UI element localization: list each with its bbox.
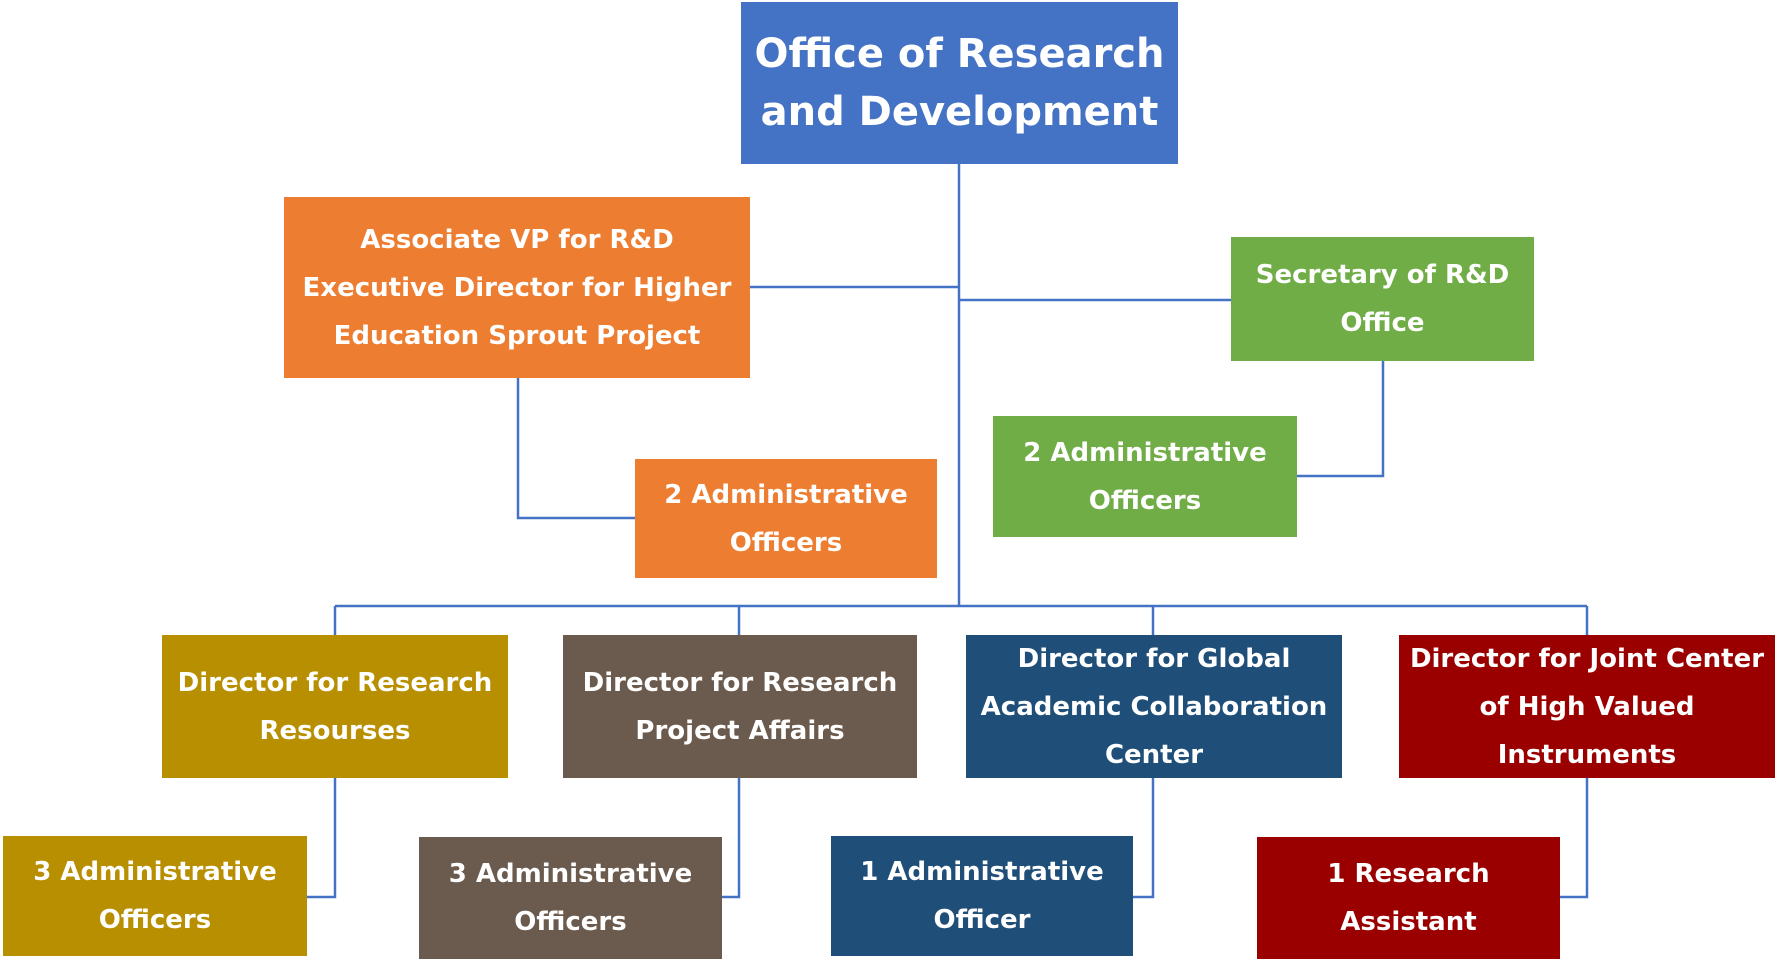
- box-line: 3 Administrative: [448, 859, 693, 889]
- office-of-research-box: Office of Research and Development: [741, 2, 1178, 164]
- connector-staff-1: [307, 778, 337, 899]
- box-line: Center: [1104, 739, 1204, 770]
- box-line: 2 Administrative: [1023, 437, 1267, 468]
- box-line: Instruments: [1497, 739, 1677, 770]
- box-line: Secretary of R&D: [1255, 260, 1510, 290]
- box-line: Project Affairs: [635, 715, 845, 746]
- connector-staff-2: [722, 778, 741, 899]
- box-line: Education Sprout Project: [333, 320, 701, 351]
- connector-secretary-staff: [1297, 361, 1385, 478]
- box-line: 3 Administrative: [33, 857, 277, 887]
- box-line: Director for Joint Center: [1409, 643, 1765, 674]
- box-line: Officers: [1088, 485, 1202, 516]
- box-line: Director for Research: [177, 667, 493, 698]
- box-line: 1 Administrative: [860, 857, 1104, 887]
- box-line: Academic Collaboration: [980, 691, 1328, 722]
- connector-staff-4: [1560, 778, 1589, 899]
- connector-staff-3: [1133, 778, 1155, 899]
- box-line: 1 Research: [1327, 859, 1490, 889]
- box-line: Director for Research: [582, 667, 898, 698]
- box-line: Officers: [729, 527, 843, 558]
- associate-vp-box: Associate VP for R&D Executive Director f…: [284, 197, 750, 378]
- box-line: Assistant: [1340, 907, 1477, 937]
- connector-associate-staff: [516, 378, 635, 520]
- secretary-box: Secretary of R&D Office: [1231, 237, 1534, 361]
- box-line: Director for Global: [1017, 643, 1291, 674]
- box-line: Officer: [933, 905, 1031, 935]
- box-line: Office: [1340, 308, 1425, 338]
- title-line: and Development: [760, 89, 1159, 135]
- title-line: Office of Research: [754, 31, 1165, 77]
- box-line: Resourses: [259, 715, 411, 746]
- box-line: Associate VP for R&D: [360, 224, 674, 255]
- box-line: Officers: [514, 907, 627, 937]
- box-line: 2 Administrative: [664, 479, 908, 510]
- box-line: Officers: [98, 905, 212, 935]
- box-line: of High Valued: [1479, 691, 1695, 722]
- box-line: Executive Director for Higher: [302, 272, 732, 303]
